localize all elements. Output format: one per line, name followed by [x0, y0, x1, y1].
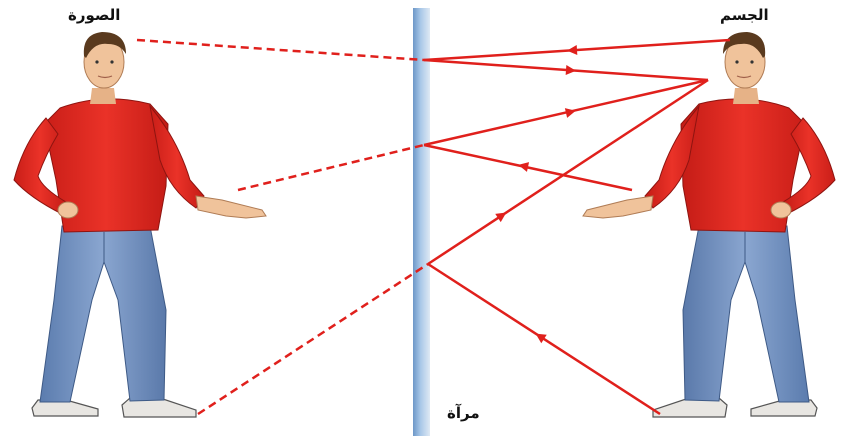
arrow-reflected-head: [566, 65, 577, 76]
virtual-ray-hand: [238, 145, 424, 190]
virtual-ray-head: [137, 40, 424, 60]
virtual-ray-foot: [198, 264, 428, 414]
arrow-reflected-foot: [495, 208, 509, 222]
mirror-panel: [413, 8, 430, 436]
image-person-figure: [14, 32, 266, 417]
arrow-incident-head: [567, 45, 578, 56]
arrow-incident-foot: [533, 329, 547, 343]
virtual-rays: [137, 40, 428, 414]
image-label: الصورة: [68, 6, 120, 24]
object-person-figure: [583, 32, 835, 417]
arrow-reflected-hand: [565, 106, 577, 118]
object-label: الجسم: [720, 6, 769, 24]
mirror-label: مرآة: [447, 404, 480, 422]
